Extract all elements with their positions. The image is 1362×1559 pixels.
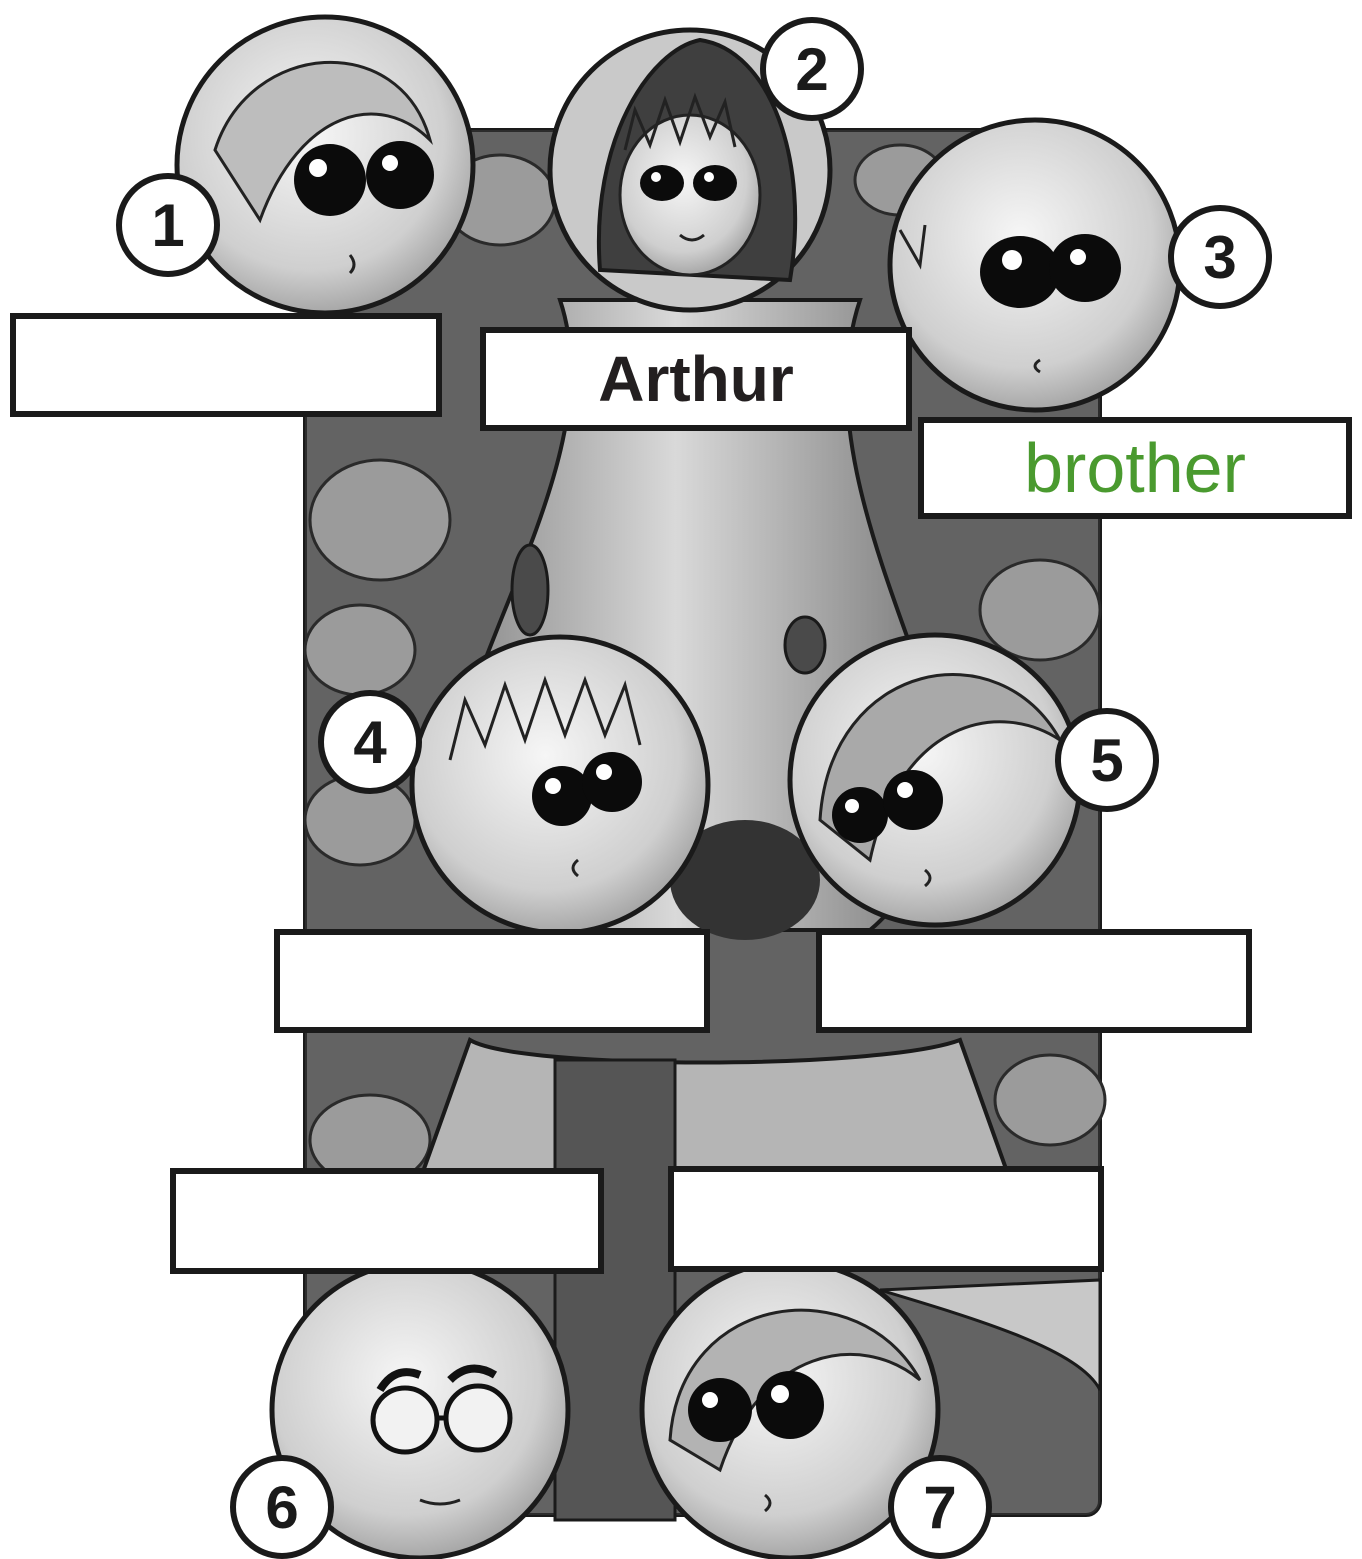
label-box-3[interactable]: brother bbox=[918, 417, 1352, 519]
label-box-5[interactable] bbox=[816, 929, 1252, 1033]
portrait-1 bbox=[174, 14, 476, 316]
badge-1: 1 bbox=[116, 173, 220, 277]
badge-3: 3 bbox=[1168, 205, 1272, 309]
label-box-2[interactable]: Arthur bbox=[480, 327, 912, 431]
portrait-4 bbox=[409, 634, 711, 936]
portrait-5 bbox=[787, 632, 1083, 928]
portrait-2 bbox=[547, 27, 833, 313]
portrait-7 bbox=[639, 1259, 941, 1559]
portrait-3 bbox=[887, 117, 1183, 413]
portrait-6 bbox=[269, 1259, 571, 1559]
label-box-1[interactable] bbox=[10, 313, 442, 417]
label-box-6[interactable] bbox=[170, 1168, 604, 1274]
label-box-7[interactable] bbox=[668, 1166, 1104, 1272]
badge-5: 5 bbox=[1055, 708, 1159, 812]
badge-4: 4 bbox=[318, 690, 422, 794]
badge-6: 6 bbox=[230, 1455, 334, 1559]
label-box-4[interactable] bbox=[274, 929, 710, 1033]
foliage bbox=[303, 143, 1107, 1187]
badge-2: 2 bbox=[760, 17, 864, 121]
badge-7: 7 bbox=[888, 1455, 992, 1559]
